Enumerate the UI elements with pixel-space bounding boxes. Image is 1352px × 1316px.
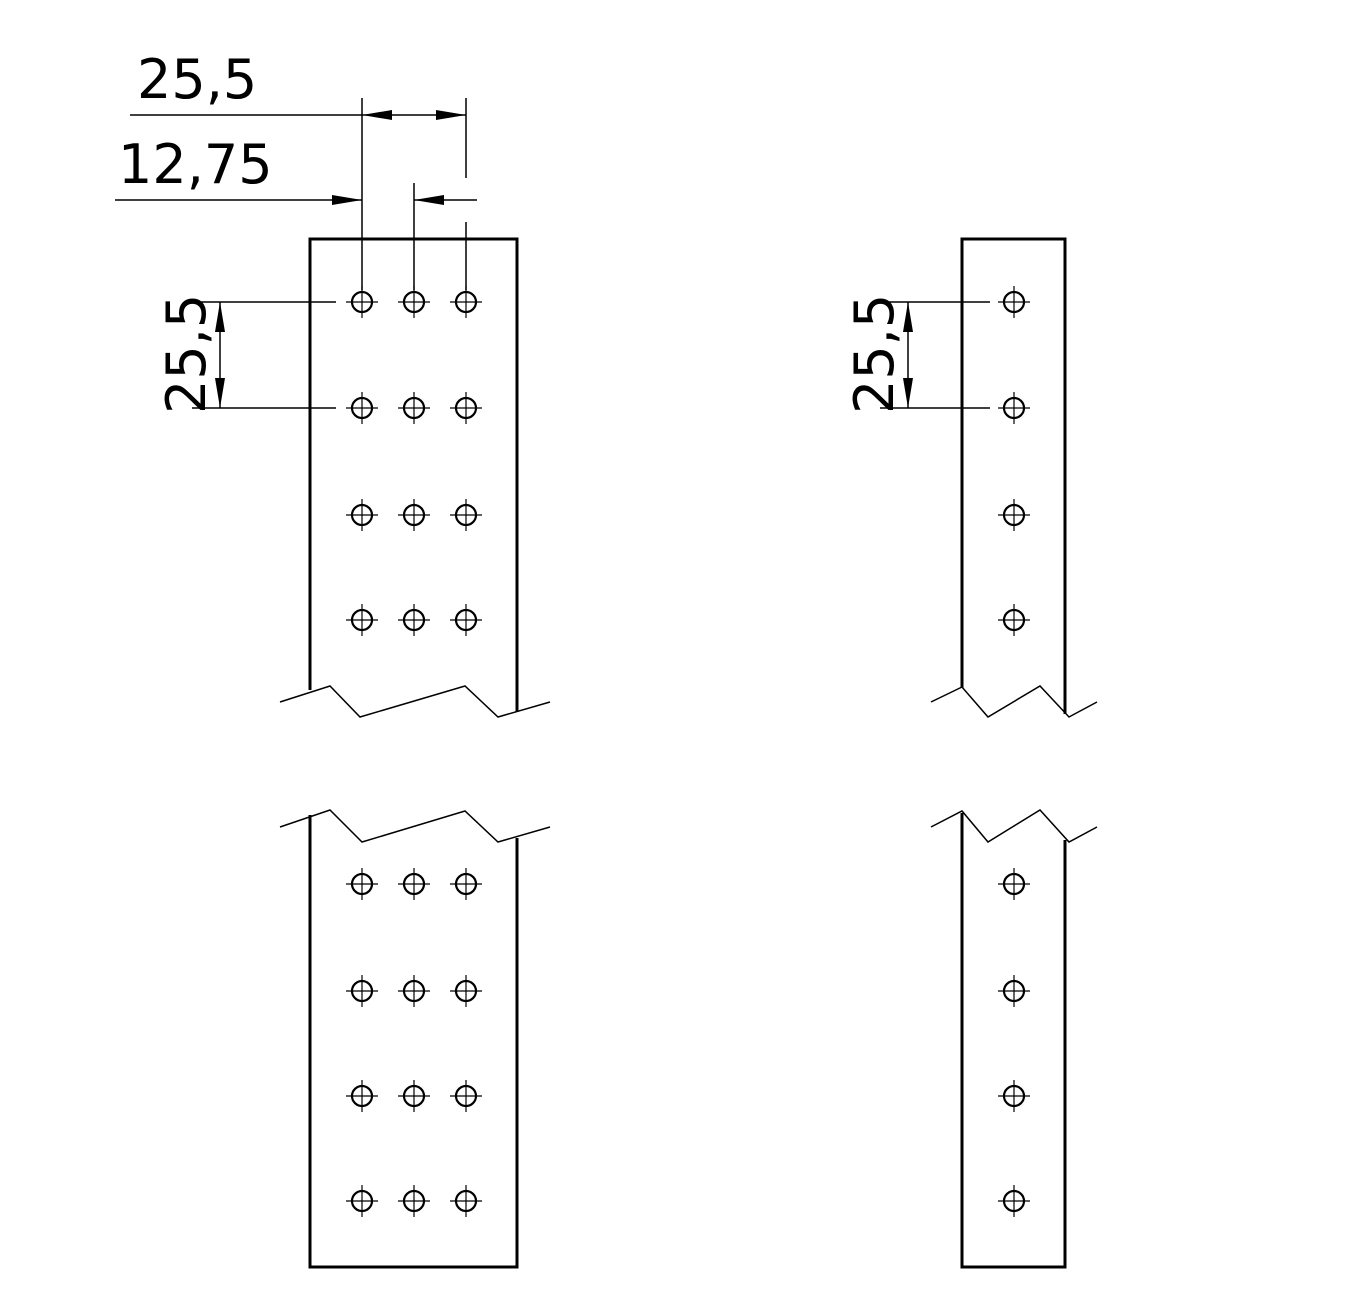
left-plate-lower-outline (308, 815, 519, 1269)
hole-icon (998, 868, 1030, 900)
hole-icon (450, 286, 482, 318)
hole-icon (398, 975, 430, 1007)
hole-icon (346, 286, 378, 318)
hole-icon (998, 1080, 1030, 1112)
top-dimension-12-75: 12,75 (115, 133, 477, 290)
hole-icon (346, 392, 378, 424)
right-plate-upper-outline (960, 237, 1067, 714)
arrowhead (903, 378, 913, 408)
right-plate-holes (998, 286, 1030, 1217)
left-plate (279, 237, 551, 1269)
right-plate (930, 237, 1098, 1269)
left-plate-holes (346, 286, 482, 1217)
hole-icon (450, 1185, 482, 1217)
right-plate-lower-outline (960, 813, 1067, 1269)
hole-icon (450, 1080, 482, 1112)
hole-icon (998, 499, 1030, 531)
arrowhead (215, 302, 225, 332)
arrowhead (903, 302, 913, 332)
left-vertical-dimension: 25,5 (155, 294, 336, 414)
hole-icon (450, 868, 482, 900)
hole-icon (346, 975, 378, 1007)
hole-icon (398, 1185, 430, 1217)
dimension-label: 25,5 (843, 294, 906, 414)
hole-icon (998, 1185, 1030, 1217)
hole-icon (398, 868, 430, 900)
hole-icon (998, 975, 1030, 1007)
arrowhead (332, 195, 362, 205)
hole-icon (998, 392, 1030, 424)
right-vertical-dimension: 25,5 (843, 294, 990, 414)
hole-icon (998, 286, 1030, 318)
hole-icon (346, 1185, 378, 1217)
arrowhead (215, 378, 225, 408)
hole-icon (398, 604, 430, 636)
hole-icon (398, 499, 430, 531)
hole-icon (346, 604, 378, 636)
dimension-label: 12,75 (118, 133, 273, 196)
hole-icon (398, 1080, 430, 1112)
arrowhead (414, 195, 444, 205)
hole-icon (450, 604, 482, 636)
hole-icon (450, 392, 482, 424)
top-dimension-25-5: 25,5 (130, 48, 467, 290)
hole-icon (398, 286, 430, 318)
hole-icon (346, 1080, 378, 1112)
dimension-label: 25,5 (155, 294, 218, 414)
left-plate-lower-break-line (279, 809, 551, 843)
hole-icon (450, 499, 482, 531)
hole-icon (450, 975, 482, 1007)
arrowhead (436, 110, 466, 120)
hole-icon (998, 604, 1030, 636)
right-plate-upper-break-line (930, 685, 1098, 718)
left-plate-upper-break-line (279, 685, 551, 718)
right-plate-lower-break-line (930, 809, 1098, 843)
hole-icon (346, 499, 378, 531)
hole-icon (398, 392, 430, 424)
hole-icon (346, 868, 378, 900)
dimension-label: 25,5 (137, 48, 257, 111)
arrowhead (362, 110, 392, 120)
